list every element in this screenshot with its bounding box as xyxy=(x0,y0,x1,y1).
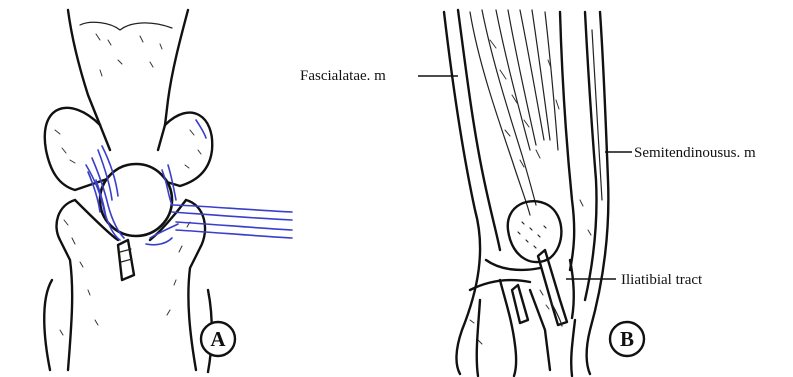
panel-b-badge: B xyxy=(610,322,644,356)
label-semitendinousus: Semitendinousus. m xyxy=(605,145,756,161)
label-semitendinousus-text: Semitendinousus. m xyxy=(634,145,756,161)
panel-a-badge-label: A xyxy=(210,327,226,351)
label-fascialatae-text: Fascialatae. m xyxy=(300,68,386,84)
panel-b-badge-label: B xyxy=(620,327,634,351)
label-iliatibial-text: Iliatibial tract xyxy=(621,272,703,288)
panel-a-badge: A xyxy=(201,322,235,356)
panel-a-drawing xyxy=(44,10,292,372)
panel-b-drawing xyxy=(444,10,608,376)
label-iliatibial: Iliatibial tract xyxy=(566,272,703,288)
label-fascialatae: Fascialatae. m xyxy=(300,68,458,84)
